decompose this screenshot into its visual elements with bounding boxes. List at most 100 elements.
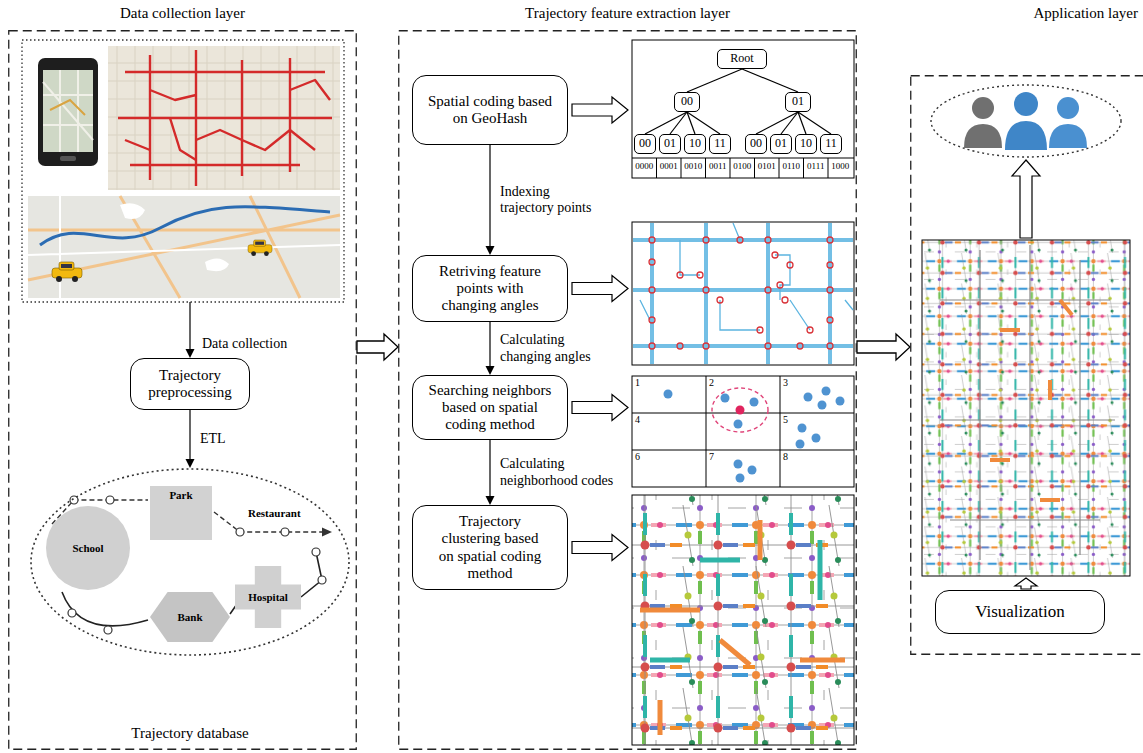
bit-code: 1000: [828, 161, 853, 171]
node-label: 00: [681, 95, 693, 109]
tree-node: 00: [634, 134, 656, 154]
node-label: Retriving feature points with changing a…: [433, 263, 548, 315]
bit-code: 0001: [657, 161, 682, 171]
source-frame: [22, 40, 344, 302]
flow-arrow: [486, 145, 495, 255]
edge-label: ETL: [198, 431, 228, 447]
edge-label: Calculating changing angles: [498, 332, 602, 364]
cluster-map: [632, 495, 854, 745]
layer-panel: Data collection layerTrajectory preproce…: [8, 30, 357, 750]
hollow-arrows: [572, 97, 628, 561]
process-box: Trajectory preprocessing: [130, 358, 250, 410]
tree-link: [798, 112, 831, 134]
geohash-tree-frame: [632, 40, 854, 178]
bit-code: 0110: [779, 161, 804, 171]
bit-code: 0000: [632, 161, 657, 171]
tree-node: 11: [820, 134, 842, 154]
layer-title: Application layer: [1033, 5, 1138, 22]
process-box: Trajectory clustering based on spatial c…: [412, 505, 568, 590]
tree-link: [687, 112, 720, 134]
cell-number: 6: [635, 451, 640, 463]
node-label: 11: [825, 137, 837, 151]
layer-title: Trajectory feature extraction layer: [398, 5, 857, 22]
flow-arrow: [486, 322, 495, 375]
phone-icon: [38, 58, 98, 166]
node-label: Park: [169, 489, 192, 502]
node-label: 01: [664, 137, 676, 151]
tree-link: [756, 112, 798, 134]
tree-link: [742, 69, 798, 92]
tree-node: 01: [659, 134, 681, 154]
tree-node: 10: [684, 134, 706, 154]
node-label: 00: [639, 137, 651, 151]
cell-number: 8: [783, 451, 788, 463]
tree-node: 11: [709, 134, 731, 154]
bit-code: 0010: [681, 161, 706, 171]
place-label: Restaurant: [246, 507, 303, 520]
cell-number: 5: [783, 414, 788, 426]
cell-number: 7: [709, 451, 714, 463]
node-label: 00: [750, 137, 762, 151]
layer-title: Data collection layer: [8, 5, 357, 22]
neighbor-grid: [632, 376, 854, 487]
tree-node: 00: [745, 134, 767, 154]
node-label: 11: [714, 137, 726, 151]
tree-node: 00: [674, 92, 700, 112]
tree-node: 01: [770, 134, 792, 154]
node-label: 10: [689, 137, 701, 151]
layer-panel: Application layerVisualization: [910, 75, 1143, 655]
place-rect: Park: [150, 486, 212, 540]
node-label: Hospital: [248, 591, 288, 604]
edge-label: Indexing trajectory points: [498, 184, 602, 216]
bit-code: 0100: [730, 161, 755, 171]
cell-number: 3: [783, 377, 788, 389]
edge-label: Calculating neighborhood codes: [498, 456, 620, 488]
bit-code: 0111: [804, 161, 829, 171]
process-box: Visualization: [935, 590, 1105, 634]
node-label: School: [72, 542, 103, 555]
place-hexagon: Bank: [150, 592, 230, 642]
node-label: 10: [800, 137, 812, 151]
gps-map: [108, 46, 340, 190]
users-group: [931, 85, 1121, 157]
layer-panel: Trajectory feature extraction layerSpati…: [398, 30, 857, 750]
node-label: Searching neighbors based on spatial cod…: [424, 382, 556, 434]
bit-code: 0011: [706, 161, 731, 171]
tree-node: 10: [795, 134, 817, 154]
taxi-map: [28, 196, 340, 298]
visualization-map: [922, 240, 1130, 576]
layer-arrow: [357, 334, 398, 360]
place-circle: School: [46, 506, 130, 590]
cell-number: 2: [709, 377, 714, 389]
node-label: 01: [775, 137, 787, 151]
node-label: 01: [792, 95, 804, 109]
tree-node: Root: [717, 49, 767, 69]
node-label: Trajectory database: [30, 725, 350, 742]
tree-link: [687, 69, 742, 92]
node-label: Root: [730, 52, 753, 66]
node-label: Trajectory clustering based on spatial c…: [435, 513, 545, 582]
layer-panel-outline: [910, 75, 1143, 655]
bit-code: 0101: [755, 161, 780, 171]
collection-arrow: [186, 302, 195, 358]
cell-number: 4: [635, 414, 640, 426]
flow-arrow: [486, 440, 495, 505]
tree-link: [670, 112, 687, 134]
node-label: Trajectory preprocessing: [136, 367, 244, 402]
tree-node: 01: [785, 92, 811, 112]
tree-link: [645, 112, 687, 134]
place-cross: Hospital: [235, 566, 301, 628]
cell-number: 1: [635, 377, 640, 389]
flow-arrow: [186, 410, 195, 468]
feature-points-map: [632, 222, 854, 365]
layer-arrow: [857, 334, 910, 360]
node-label: Visualization: [975, 602, 1065, 622]
tree-link: [781, 112, 798, 134]
edge-note: Data collection: [200, 336, 289, 352]
process-box: Spatial coding based on GeoHash: [412, 75, 568, 145]
node-label: Spatial coding based on GeoHash: [424, 93, 556, 128]
node-label: Bank: [177, 611, 202, 624]
process-box: Searching neighbors based on spatial cod…: [412, 375, 568, 440]
